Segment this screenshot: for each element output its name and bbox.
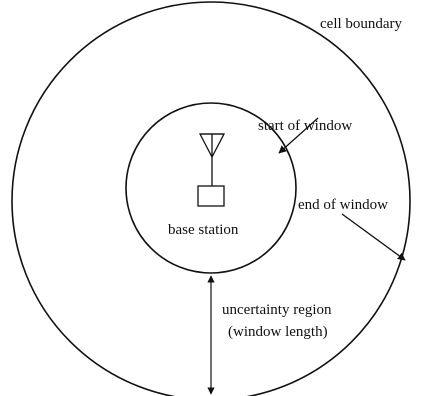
base-station-box [197, 185, 225, 207]
end-of-window-arrow [341, 213, 406, 261]
uncertainty-region-label: uncertainty region [222, 302, 332, 318]
end-of-window-label: end of window [298, 197, 388, 213]
cell-boundary-circle [11, 1, 411, 396]
start-of-window-circle [125, 102, 297, 274]
antenna-icon [198, 133, 226, 186]
window-length-label: (window length) [228, 324, 328, 340]
base-station-label: base station [168, 222, 239, 238]
cell-boundary-label: cell boundary [320, 16, 403, 32]
start-of-window-label: start of window [258, 118, 353, 134]
start-of-window-arrow [278, 117, 319, 154]
